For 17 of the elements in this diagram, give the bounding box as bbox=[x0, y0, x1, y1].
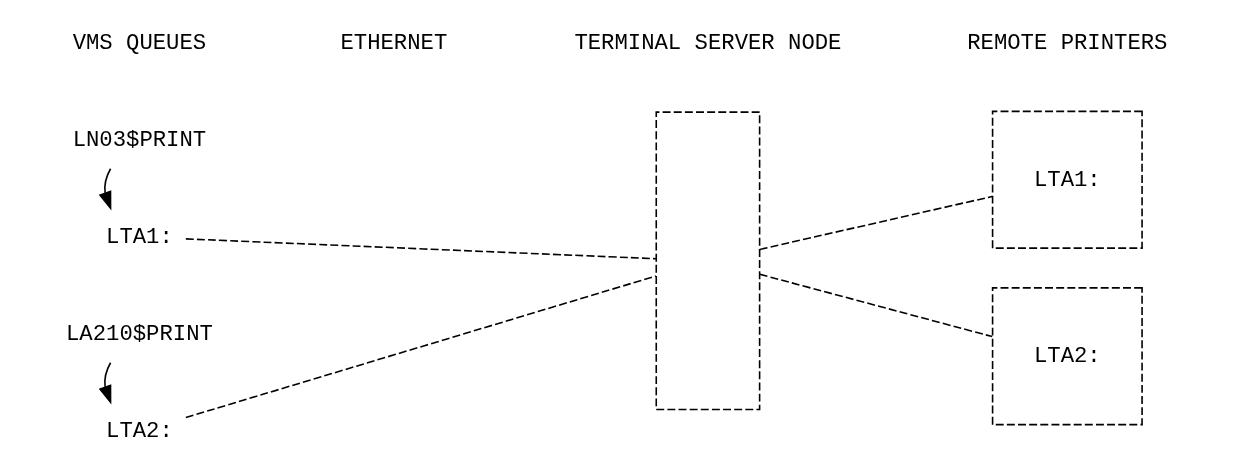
node-box bbox=[655, 111, 761, 411]
node-text: LA210$PRINT bbox=[66, 320, 213, 347]
label: VMS QUEUES bbox=[72, 29, 207, 56]
connector bbox=[759, 195, 993, 251]
node-text: LTA1: bbox=[106, 223, 173, 250]
node-text: LTA2: bbox=[106, 417, 173, 444]
label: ETHERNET bbox=[340, 29, 448, 56]
connector bbox=[759, 273, 993, 338]
arrow bbox=[98, 361, 112, 405]
connector bbox=[185, 238, 657, 260]
node-box: LTA2: bbox=[991, 287, 1143, 426]
node-box: LTA1: bbox=[991, 110, 1143, 249]
arrow bbox=[98, 167, 112, 211]
label: TERMINAL SERVER NODE bbox=[574, 29, 842, 56]
connector bbox=[185, 275, 657, 419]
label: REMOTE PRINTERS bbox=[967, 29, 1168, 56]
node-text: LN03$PRINT bbox=[72, 126, 207, 153]
